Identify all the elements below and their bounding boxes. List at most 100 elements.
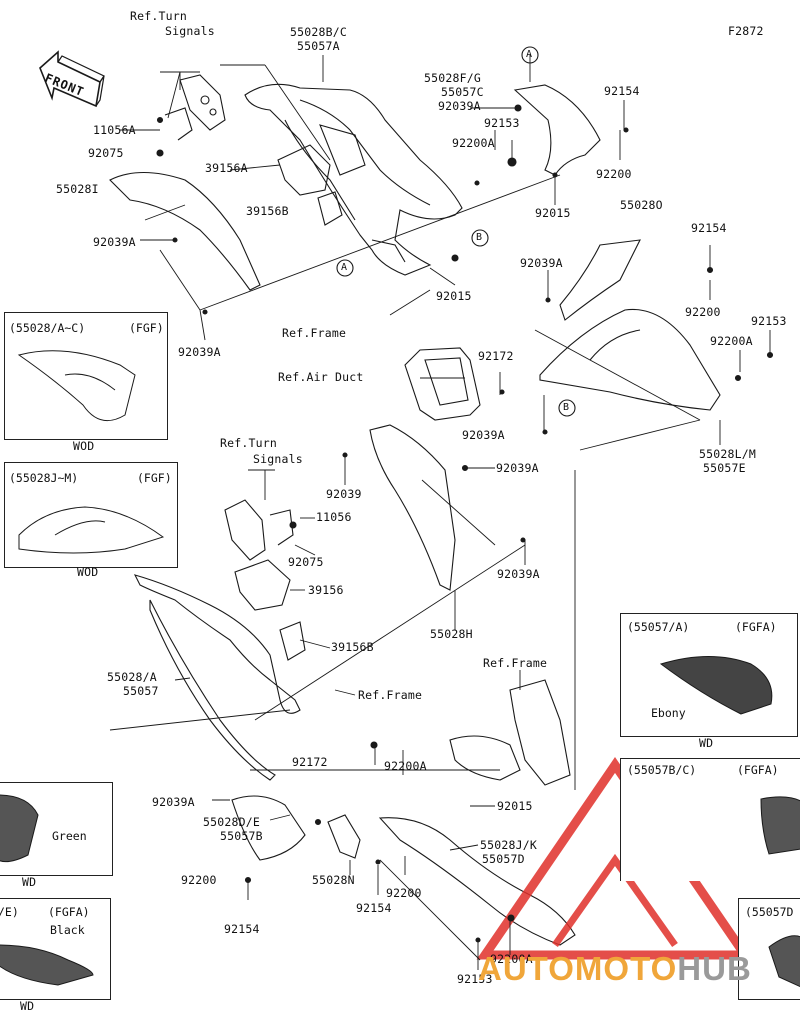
inset-caption: WOD — [77, 565, 99, 579]
cowl-crease — [589, 329, 641, 361]
callout-circle-label[interactable]: A — [526, 49, 533, 60]
callout-label[interactable]: 55028/A — [107, 670, 157, 684]
callout-label[interactable]: 55057A — [297, 39, 340, 53]
callout-label[interactable]: 39156A — [205, 161, 248, 175]
callout-label[interactable]: 55057C — [441, 85, 484, 99]
callout-label[interactable]: Ref.Frame — [483, 656, 548, 670]
inset-box: (55057/A) (FGFA) Ebony — [620, 613, 798, 737]
callout-circle-label[interactable]: B — [563, 402, 570, 413]
turn-signal-middle — [224, 499, 294, 561]
panel-55028jk — [378, 817, 576, 946]
callout-label[interactable]: 55028B/C — [290, 25, 347, 39]
color-label: Ebony — [651, 706, 686, 720]
callout-label[interactable]: 39156B — [246, 204, 289, 218]
callout-label[interactable]: 55057D — [482, 852, 525, 866]
callout-label[interactable]: 55028H — [430, 627, 473, 641]
callout-circle-label[interactable]: A — [341, 262, 348, 273]
callout-label[interactable]: 92015 — [535, 206, 571, 220]
inset-variant: (FGF) — [137, 471, 172, 485]
callout-label[interactable]: 92200 — [181, 873, 217, 887]
callout-label[interactable]: 92172 — [478, 349, 514, 363]
callout-label[interactable]: 55057B — [220, 829, 263, 843]
lower-cowl-55028lm — [539, 308, 721, 411]
callout-label[interactable]: 55057 — [123, 684, 159, 698]
callout-label[interactable]: Ref.Frame — [358, 688, 423, 702]
inset-code: /E) — [0, 905, 19, 919]
callout-label[interactable]: 92039A — [496, 461, 539, 475]
callout-label[interactable]: 55028N — [312, 873, 355, 887]
callout-label[interactable]: 39156B — [331, 640, 374, 654]
callout-label[interactable]: Ref.Turn — [220, 436, 277, 450]
callout-label[interactable]: 92039A — [520, 256, 563, 270]
inset-variant: (FGF) — [129, 321, 164, 335]
inset-box: (55057D — [738, 898, 800, 1000]
callout-label[interactable]: 92154 — [356, 901, 392, 915]
callout-label[interactable]: 55028D/E — [203, 815, 260, 829]
callout-label[interactable]: 92172 — [292, 755, 328, 769]
callout-label[interactable]: 92200A — [384, 759, 427, 773]
inset-variant: (FGFA) — [48, 905, 90, 919]
turn-signal-top — [164, 74, 226, 141]
callout-label[interactable]: 55028I — [56, 182, 99, 196]
callout-label[interactable]: 92200 — [386, 886, 422, 900]
inset-caption: WD — [20, 999, 35, 1013]
panel-55028de — [231, 795, 306, 861]
inset-caption: WD — [699, 736, 714, 750]
callout-label[interactable]: Ref.Turn — [130, 9, 187, 23]
callout-label[interactable]: 92039A — [178, 345, 221, 359]
callout-label[interactable]: 92200A — [452, 136, 495, 150]
callout-label[interactable]: 92039A — [152, 795, 195, 809]
frame-ref-part — [449, 679, 571, 786]
pad-39156b-mid — [279, 621, 306, 661]
callout-label[interactable]: Signals — [165, 24, 215, 38]
panel-55028h — [369, 424, 456, 591]
callout-label[interactable]: 92154 — [224, 922, 260, 936]
callout-label[interactable]: 55057E — [703, 461, 746, 475]
callout-label[interactable]: 55028O — [620, 198, 663, 212]
callout-circle-label[interactable]: B — [476, 232, 483, 243]
watermark-text: AUTOMOTOHUB — [478, 950, 752, 987]
leader-lines — [109, 55, 771, 970]
callout-label[interactable]: 55028J/K — [480, 838, 537, 852]
callout-label[interactable]: Ref.Frame — [282, 326, 347, 340]
callout-label[interactable]: 11056 — [316, 510, 352, 524]
callout-label[interactable]: Signals — [253, 452, 303, 466]
callout-label[interactable]: 92200 — [596, 167, 632, 181]
callout-label[interactable]: 92039 — [326, 487, 362, 501]
callout-label[interactable]: 39156 — [308, 583, 344, 597]
color-label: Green — [52, 829, 87, 843]
side-piece-55028fg — [513, 84, 601, 176]
inset-box: (55057B/C) (FGFA) — [620, 758, 800, 881]
callout-label[interactable]: 92015 — [497, 799, 533, 813]
callout-label[interactable]: 92153 — [751, 314, 787, 328]
callout-label[interactable]: 92200 — [685, 305, 721, 319]
inset-part-drawing — [18, 506, 165, 554]
callout-label[interactable]: 92039A — [438, 99, 481, 113]
inset-caption: WOD — [73, 439, 95, 453]
callout-label[interactable]: 92075 — [288, 555, 324, 569]
inset-part-drawing — [760, 796, 800, 855]
callout-label[interactable]: 55028L/M — [699, 447, 756, 461]
inset-part-drawing — [17, 350, 136, 422]
callout-label[interactable]: 92039A — [462, 428, 505, 442]
callout-label[interactable]: 55028F/G — [424, 71, 481, 85]
upper-cowl-part — [244, 83, 463, 276]
callout-label[interactable]: 92200A — [710, 334, 753, 348]
callout-label[interactable]: 92075 — [88, 146, 124, 160]
callout-label[interactable]: 92200A — [490, 952, 533, 966]
inset-code: (55057B/C) — [627, 763, 697, 777]
callout-label[interactable]: 92154 — [604, 84, 640, 98]
callout-label[interactable]: 11056A — [93, 123, 136, 137]
callout-label[interactable]: Ref.Air Duct — [278, 370, 364, 384]
inset-code: (55028J~M) — [9, 471, 79, 485]
callout-label[interactable]: 92039A — [93, 235, 136, 249]
callout-label[interactable]: 92153 — [484, 116, 520, 130]
callout-label[interactable]: 92015 — [436, 289, 472, 303]
inset-variant: (FGFA) — [735, 620, 777, 634]
front-arrow-icon — [39, 50, 105, 108]
callout-label[interactable]: 92154 — [691, 221, 727, 235]
inset-box: (55028/A~C) (FGF) — [4, 312, 168, 440]
callout-label[interactable]: 92039A — [497, 567, 540, 581]
callout-label[interactable]: 92153 — [457, 972, 493, 986]
